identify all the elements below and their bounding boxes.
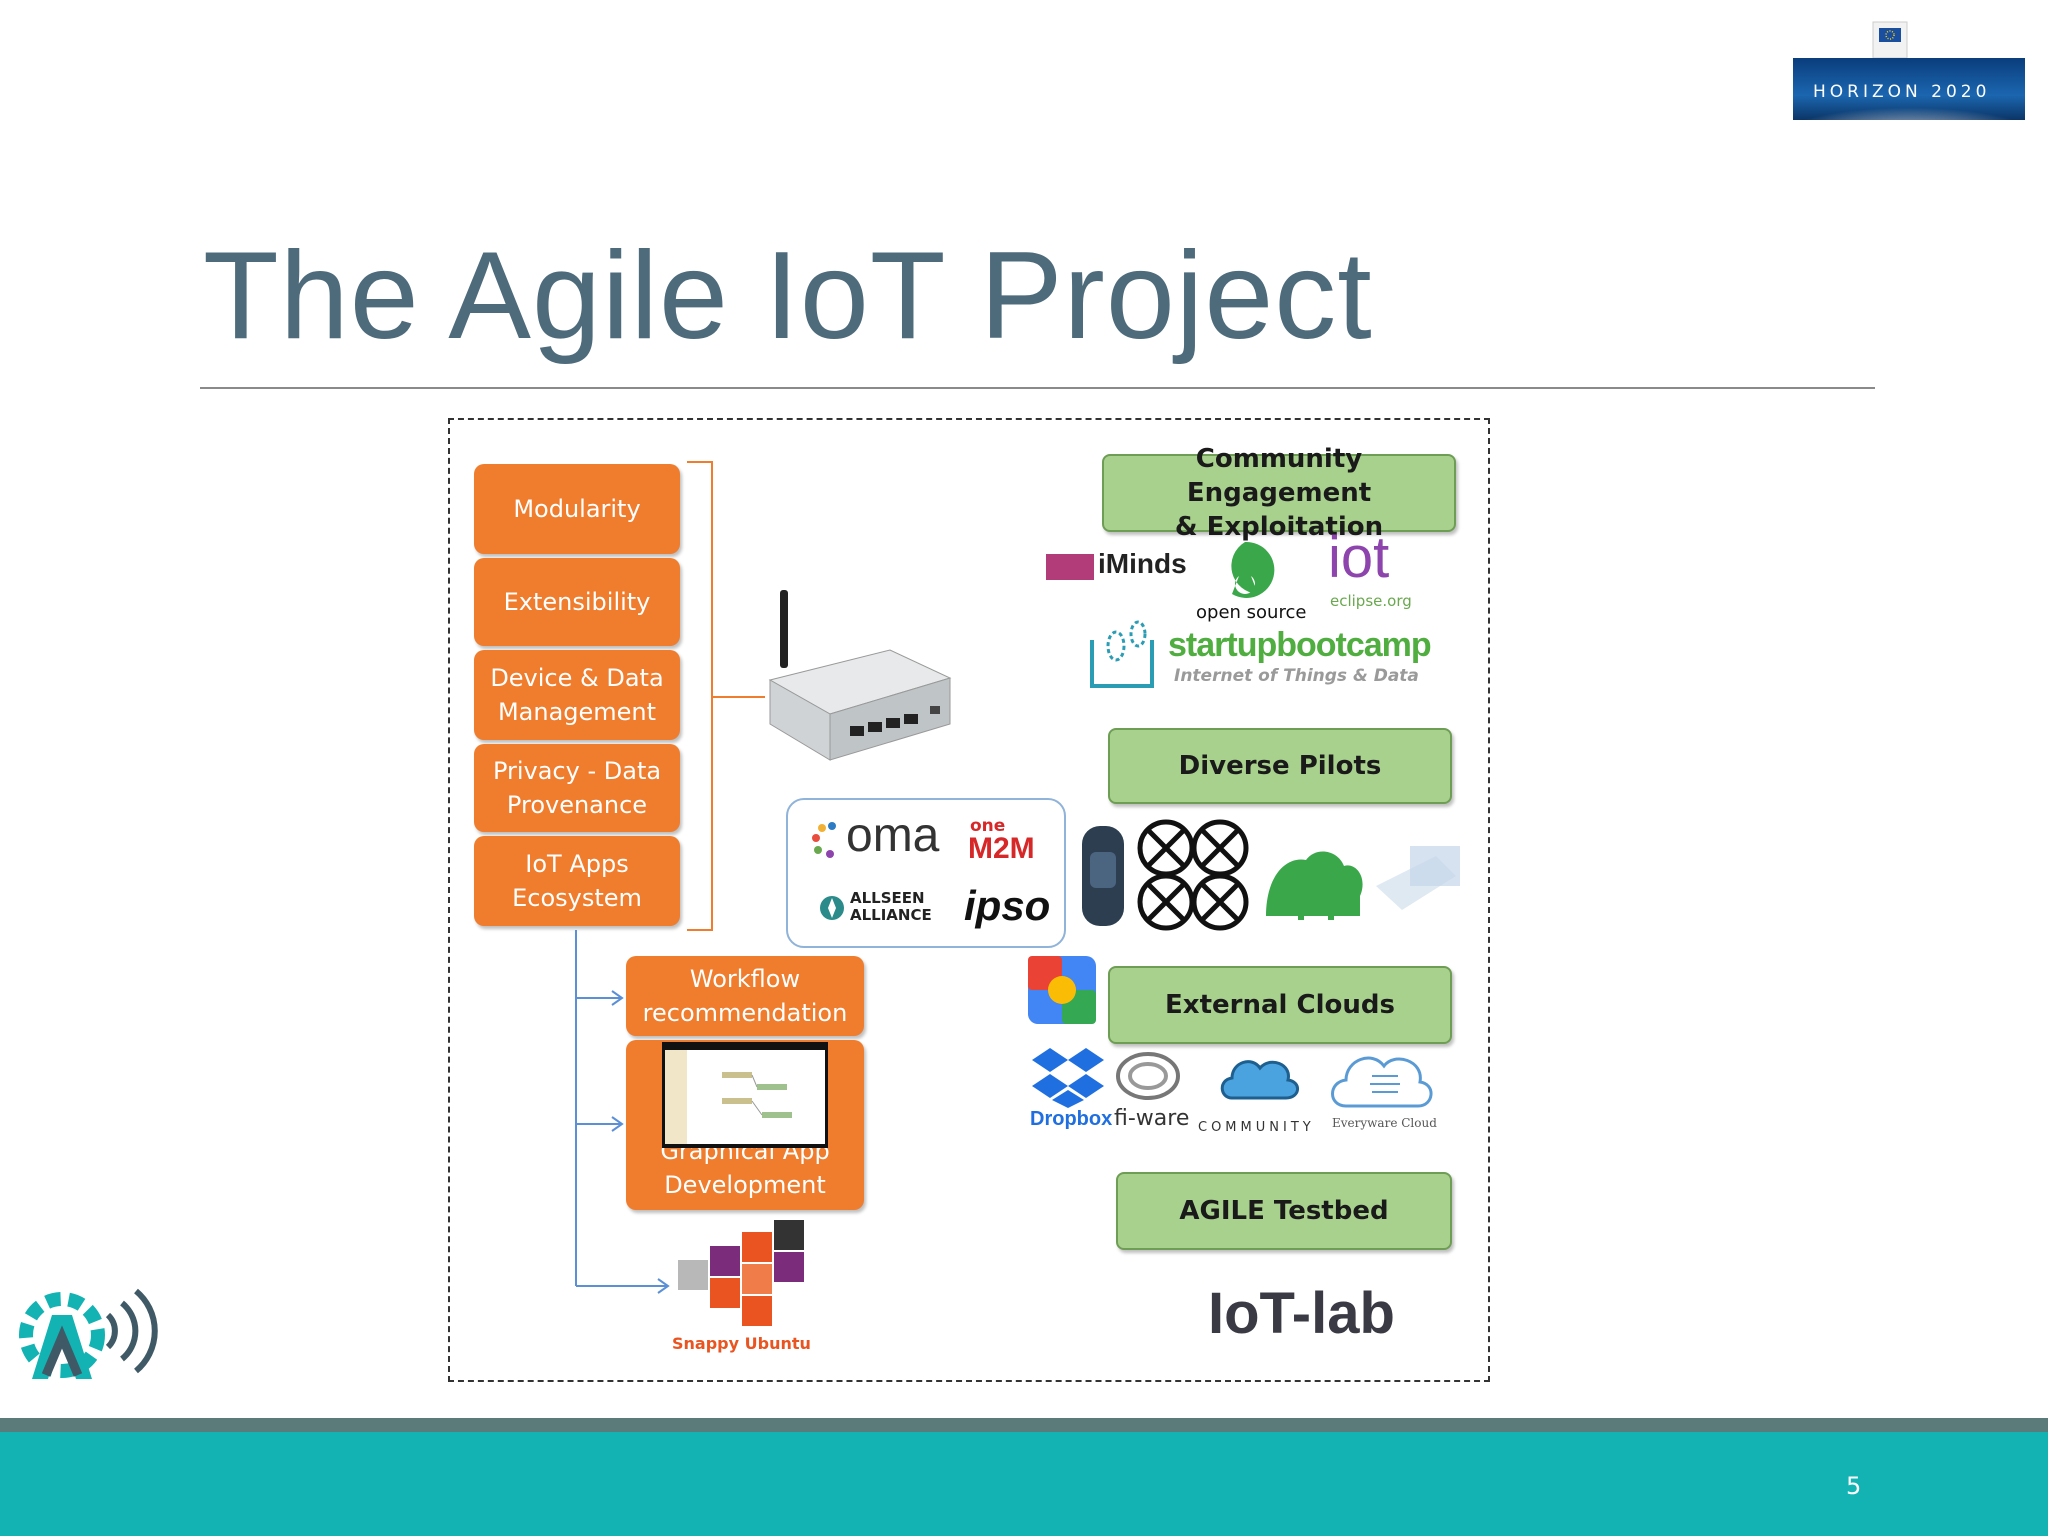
slide-title: The Agile IoT Project [203, 227, 1373, 365]
app-workflow-recommendation: Workflow recommendation [626, 956, 864, 1036]
fiware-icon [1116, 1052, 1180, 1100]
agile-architecture-figure: Modularity Extensibility Device & Data M… [448, 418, 1490, 1382]
title-divider [200, 387, 1875, 389]
google-cloud-icon [1028, 956, 1096, 1024]
feature-extensibility: Extensibility [474, 558, 680, 646]
open-source-icon [1231, 541, 1275, 598]
iminds-logo: iMinds [1098, 548, 1187, 579]
eclipse-org-label: eclipse.org [1330, 592, 1412, 610]
oma-icon [808, 820, 842, 864]
open-source-logo: open source [1196, 602, 1307, 623]
everyware-cloud-icon [1331, 1056, 1433, 1108]
startupbootcamp-logo: startupbootcamp [1168, 626, 1432, 664]
page-number: 5 [1846, 1472, 1862, 1500]
footer-stripe [0, 1418, 2048, 1432]
oma-logo: oma [846, 809, 940, 862]
fiware-logo: fi-ware [1114, 1106, 1190, 1131]
horizon-2020-logo: HORIZON 2020 [1793, 20, 2025, 144]
cloudfoundry-icon [1220, 1060, 1299, 1100]
category-community-engagement: Community Engagement & Exploitation [1102, 444, 1456, 542]
category-agile-testbed: AGILE Testbed [1116, 1172, 1452, 1250]
iot-eclipse-logo: iot [1328, 525, 1390, 590]
category-diverse-pilots: Diverse Pilots [1108, 728, 1452, 804]
startupbootcamp-icon [1090, 620, 1154, 688]
onem2m-logo: M2M [968, 832, 1035, 865]
category-external-clouds: External Clouds [1108, 966, 1452, 1044]
startupbootcamp-subtitle: Internet of Things & Data [1174, 666, 1419, 686]
agile-logo [19, 1288, 158, 1379]
feature-privacy-data-provenance: Privacy - Data Provenance [474, 744, 680, 832]
cloudfoundry-logo: COMMUNITY [1198, 1120, 1315, 1135]
allseen-icon [818, 894, 846, 926]
dropbox-icon [1032, 1048, 1104, 1108]
allseen-logo: ALLSEEN ALLIANCE [850, 889, 932, 924]
iot-lab-logo: IoT-lab [1208, 1281, 1395, 1346]
standards-logos-box: oma one M2M ALLSEEN ALLIANCE ipso [786, 798, 1066, 948]
horizon-2020-text: HORIZON 2020 [1813, 82, 1991, 102]
ipso-logo: ipso [964, 882, 1051, 929]
app-editor-screenshot [662, 1042, 828, 1148]
iot-gateway-image [768, 590, 952, 761]
footer-band [0, 1432, 2048, 1536]
snappy-ubuntu-cubes [678, 1220, 804, 1326]
dropbox-logo: Dropbox [1030, 1108, 1113, 1130]
onem2m-top: one [970, 816, 1006, 836]
connector-lines [575, 461, 765, 1294]
iminds-icon [1046, 554, 1094, 580]
pilot-images [1082, 819, 1460, 931]
feature-modularity: Modularity [474, 464, 680, 554]
everyware-cloud-logo: Everyware Cloud [1332, 1116, 1437, 1130]
feature-device-data-management: Device & Data Management [474, 650, 680, 740]
feature-iot-apps-ecosystem: IoT Apps Ecosystem [474, 836, 680, 926]
snappy-ubuntu-label: Snappy Ubuntu [672, 1334, 811, 1353]
